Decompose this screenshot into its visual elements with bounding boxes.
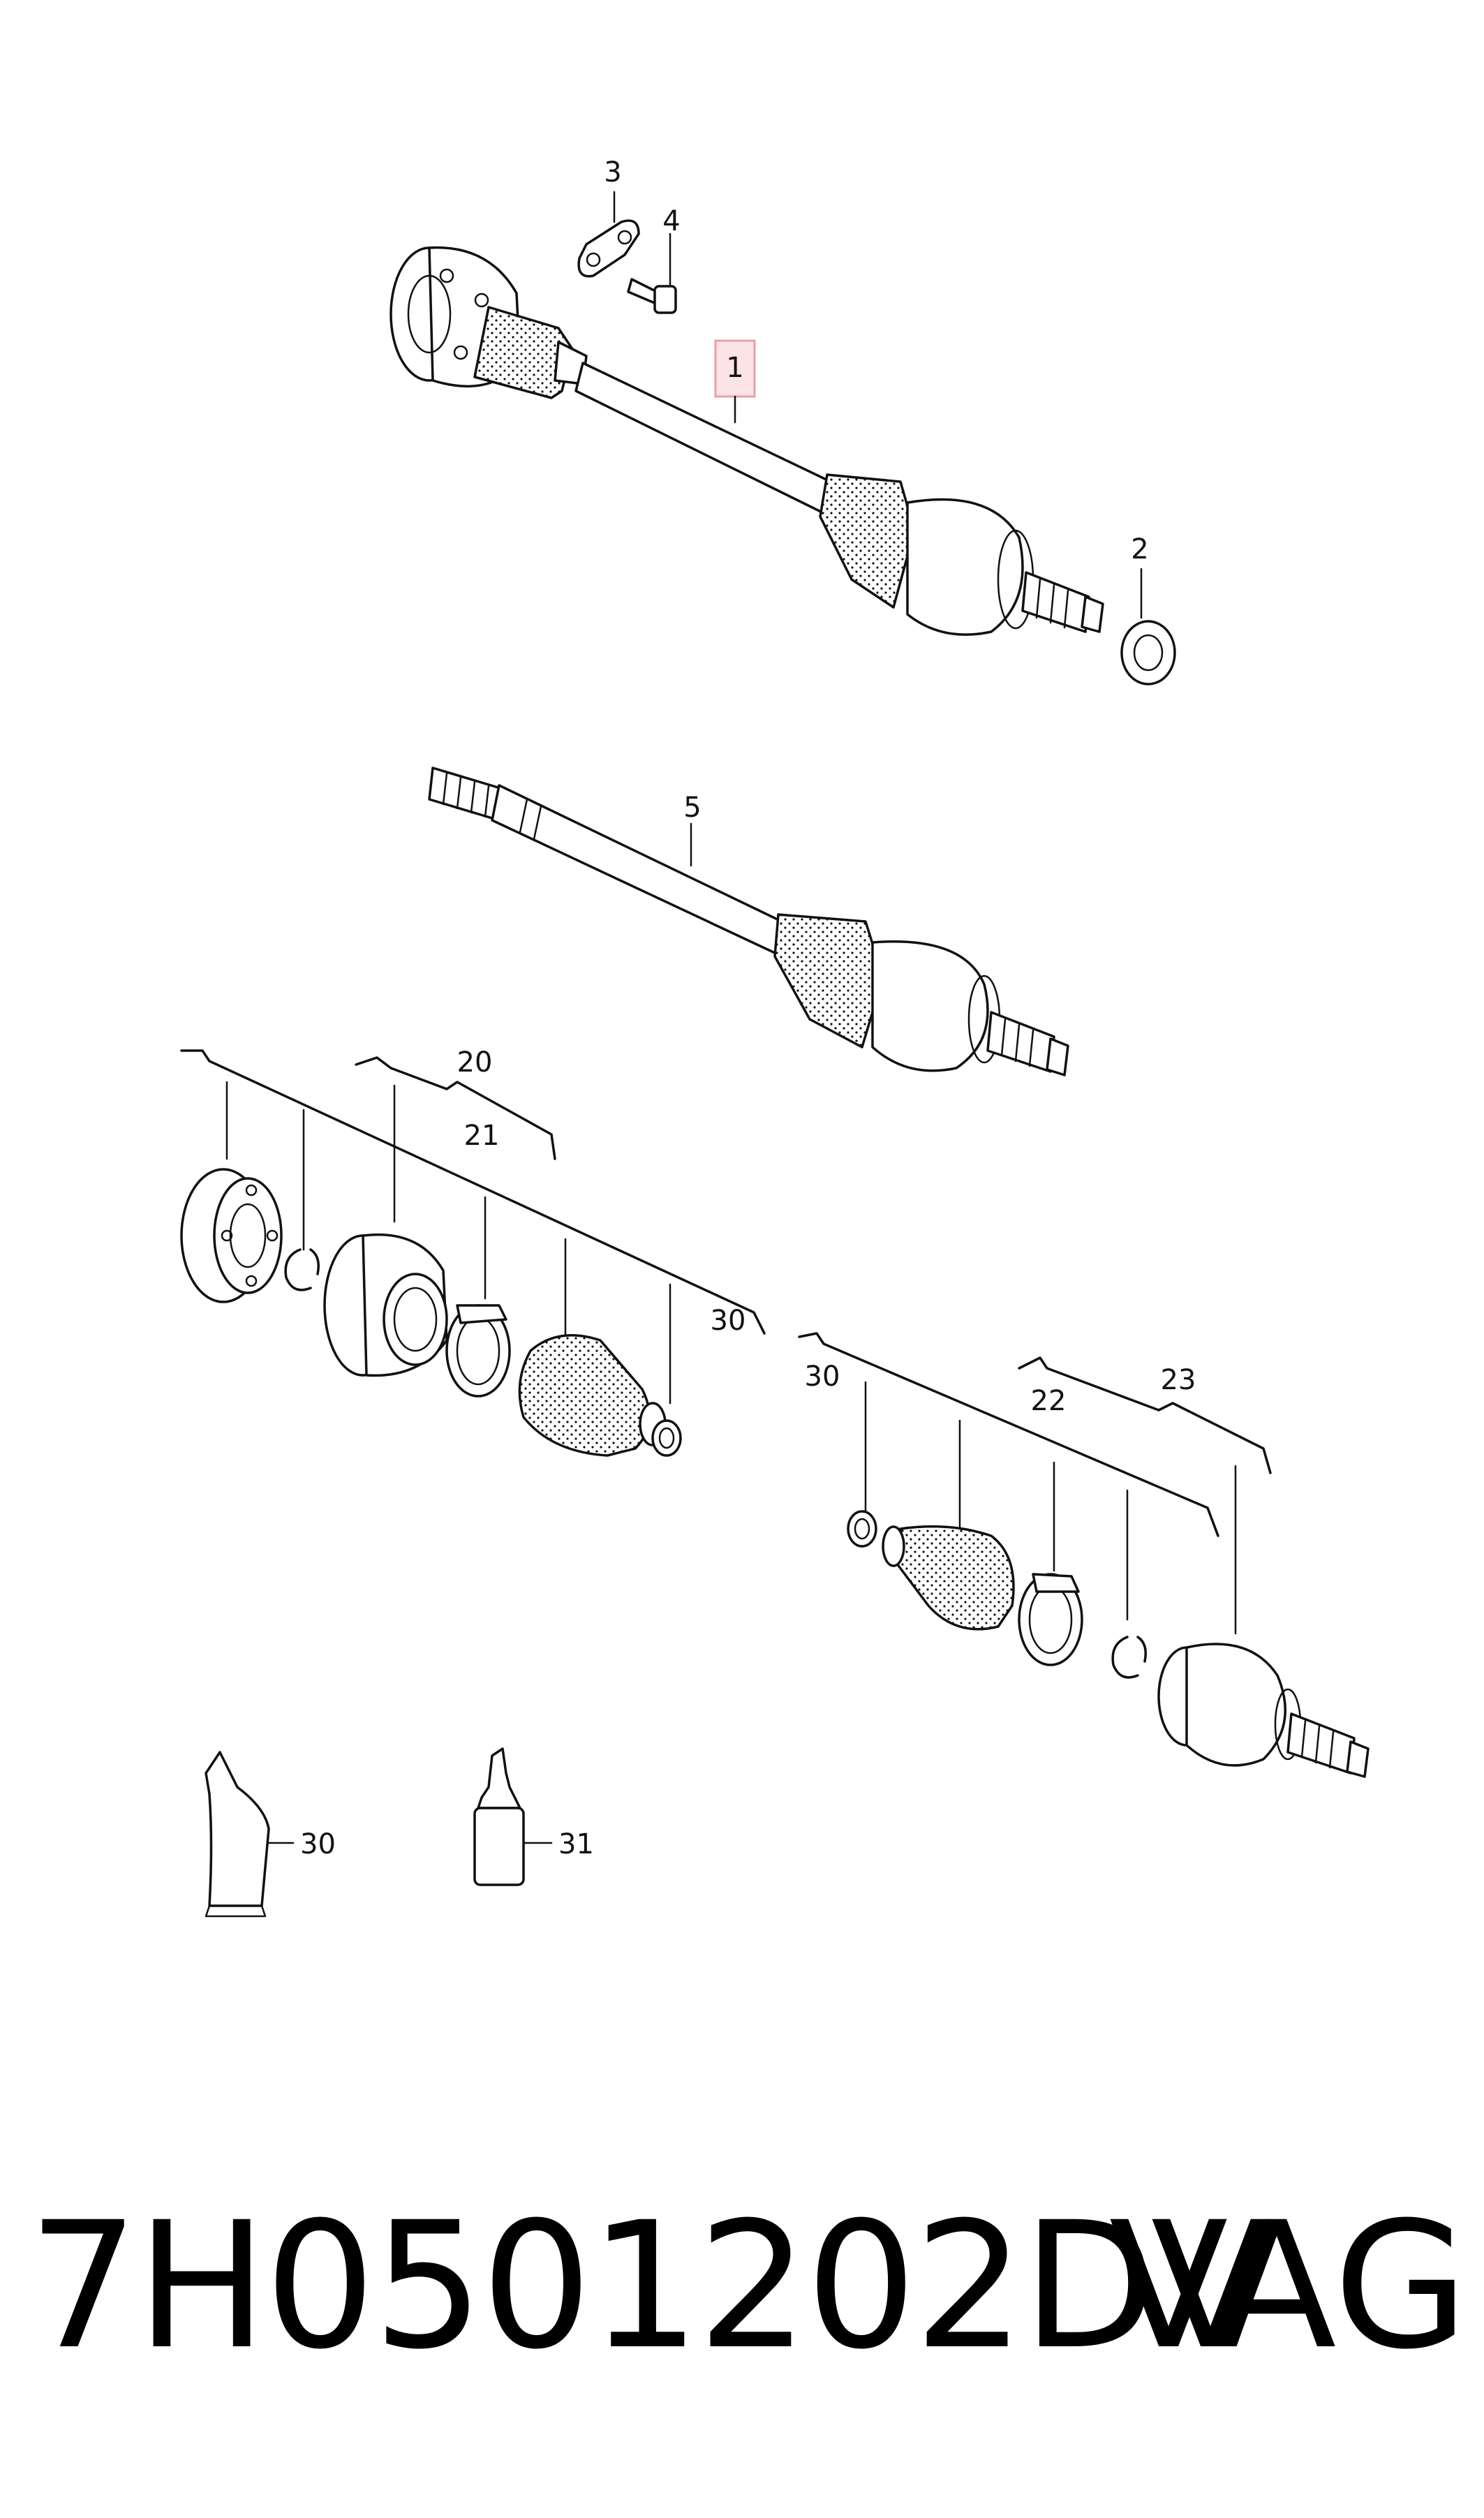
label-30-grease: 30 bbox=[300, 1828, 336, 1860]
part-number: 7H0501202DV bbox=[28, 2184, 1270, 2387]
clamp-part-21 bbox=[445, 1304, 511, 1398]
nut-part-2 bbox=[1120, 568, 1176, 686]
circlip-inner bbox=[1111, 1636, 1147, 1679]
label-2: 2 bbox=[1131, 533, 1148, 565]
plate-part-3 bbox=[577, 191, 640, 278]
label-1: 1 bbox=[726, 352, 743, 384]
circlip-outer bbox=[284, 1248, 320, 1291]
small-clamp-inner bbox=[847, 1510, 877, 1548]
small-clamp-outer bbox=[651, 1419, 682, 1457]
label-4: 4 bbox=[662, 205, 680, 237]
brand-name: VAG bbox=[1108, 2184, 1469, 2387]
clamp-part-22 bbox=[1018, 1573, 1083, 1666]
highlight-box-part-1 bbox=[714, 339, 756, 398]
bolt-part-4 bbox=[627, 232, 677, 314]
label-30-inner-kit: 30 bbox=[805, 1361, 840, 1393]
flange-ring bbox=[180, 1168, 283, 1303]
label-5: 5 bbox=[683, 792, 701, 824]
bottle-part-31 bbox=[473, 1747, 553, 1886]
boot-outer bbox=[518, 1333, 667, 1457]
grease-tube-part-30 bbox=[205, 1751, 295, 1918]
label-3: 3 bbox=[604, 156, 621, 188]
inner-joint-part-23 bbox=[1157, 1643, 1370, 1778]
label-21: 21 bbox=[464, 1120, 500, 1152]
label-22: 22 bbox=[1031, 1385, 1067, 1417]
drive-shaft-assembly-1 bbox=[389, 246, 1104, 636]
boot-inner bbox=[882, 1525, 1015, 1631]
label-20: 20 bbox=[457, 1046, 493, 1079]
outer-joint-housing bbox=[323, 1233, 448, 1377]
label-31: 31 bbox=[558, 1828, 594, 1860]
label-23: 23 bbox=[1161, 1364, 1196, 1396]
drive-shaft-part-5 bbox=[428, 766, 1069, 1076]
label-30-outer-kit: 30 bbox=[711, 1305, 746, 1337]
